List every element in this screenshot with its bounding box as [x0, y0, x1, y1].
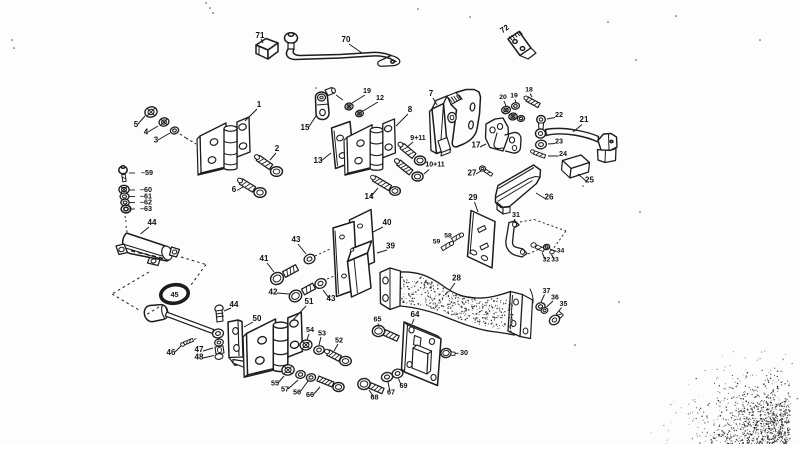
svg-text:52: 52 [335, 336, 343, 345]
svg-text:12: 12 [376, 93, 384, 102]
svg-text:29: 29 [469, 193, 478, 202]
svg-text:58: 58 [444, 233, 452, 240]
svg-text:26: 26 [545, 193, 554, 202]
svg-text:7: 7 [429, 89, 434, 98]
svg-text:57: 57 [281, 385, 289, 394]
svg-text:69: 69 [400, 381, 408, 390]
svg-text:39: 39 [386, 242, 395, 251]
svg-text:19: 19 [363, 86, 371, 95]
svg-text:35: 35 [560, 301, 568, 308]
svg-text:20: 20 [499, 94, 507, 101]
svg-text:36: 36 [551, 295, 559, 302]
svg-text:10+11: 10+11 [425, 162, 444, 169]
svg-text:31: 31 [512, 210, 520, 219]
svg-text:34: 34 [557, 248, 565, 255]
svg-text:18: 18 [525, 87, 533, 94]
svg-text:23: 23 [555, 137, 563, 146]
svg-text:67: 67 [387, 388, 395, 397]
svg-text:44: 44 [230, 300, 239, 309]
svg-text:59: 59 [433, 239, 441, 246]
svg-text:70: 70 [342, 35, 351, 44]
svg-text:51: 51 [305, 297, 314, 306]
svg-text:6: 6 [232, 185, 237, 194]
svg-text:41: 41 [260, 254, 269, 263]
svg-text:2: 2 [275, 144, 280, 153]
svg-text:–63: –63 [140, 204, 152, 213]
svg-text:43: 43 [292, 235, 301, 244]
svg-text:71: 71 [256, 31, 265, 40]
svg-text:17: 17 [472, 141, 481, 150]
svg-text:45: 45 [170, 290, 178, 299]
svg-text:14: 14 [365, 192, 374, 201]
svg-text:27: 27 [468, 169, 477, 178]
svg-text:30: 30 [460, 348, 468, 357]
svg-text:22: 22 [555, 110, 563, 119]
svg-text:48: 48 [195, 353, 204, 362]
svg-text:37: 37 [543, 288, 551, 295]
svg-text:–59: –59 [141, 168, 153, 177]
svg-text:43: 43 [327, 294, 336, 303]
svg-text:55: 55 [271, 379, 279, 388]
svg-text:40: 40 [383, 218, 392, 227]
svg-text:8: 8 [408, 105, 413, 114]
svg-text:53: 53 [318, 329, 326, 338]
svg-text:1: 1 [257, 100, 262, 109]
svg-text:50: 50 [253, 314, 262, 323]
svg-text:44: 44 [148, 218, 157, 227]
svg-text:33: 33 [551, 257, 559, 264]
svg-text:46: 46 [167, 348, 176, 357]
svg-text:24: 24 [559, 149, 567, 158]
svg-text:28: 28 [452, 274, 461, 283]
svg-text:42: 42 [269, 288, 278, 297]
svg-text:19: 19 [510, 93, 518, 100]
svg-text:65: 65 [374, 315, 382, 324]
svg-text:25: 25 [585, 176, 594, 185]
svg-text:64: 64 [411, 310, 420, 319]
svg-text:21: 21 [580, 115, 589, 124]
svg-text:9+11: 9+11 [410, 135, 425, 142]
svg-text:54: 54 [306, 325, 314, 334]
svg-text:5: 5 [134, 120, 139, 129]
svg-text:56: 56 [293, 388, 301, 397]
